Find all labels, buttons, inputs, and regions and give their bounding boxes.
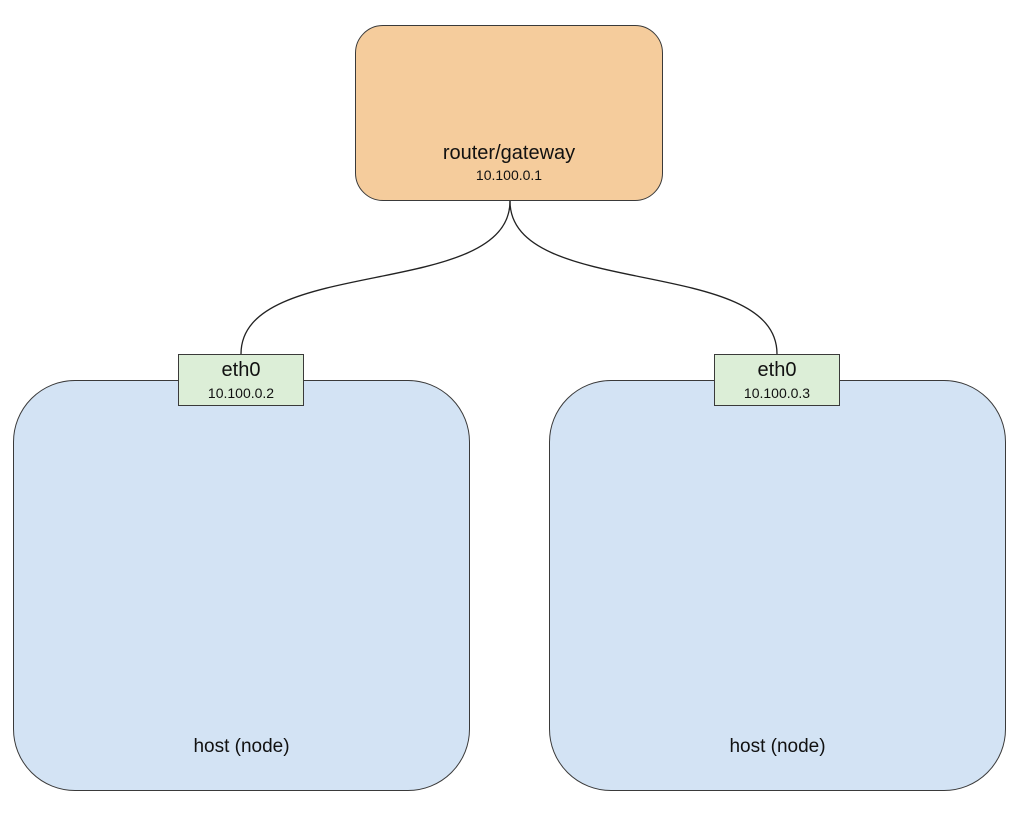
interface-ip: 10.100.0.3 — [743, 385, 811, 401]
router-ip: 10.100.0.1 — [475, 167, 543, 183]
interface-ip: 10.100.0.2 — [207, 385, 275, 401]
interface-name: eth0 — [221, 359, 261, 381]
interface-name: eth0 — [757, 359, 797, 381]
link-router-to-host-right — [509, 200, 778, 355]
router-gateway-node: router/gateway 10.100.0.1 — [355, 25, 663, 201]
host-node-right: host (node) — [549, 380, 1006, 791]
host-node-left: host (node) — [13, 380, 470, 791]
interface-eth0-left: eth0 10.100.0.2 — [178, 354, 304, 406]
router-label: router/gateway — [442, 142, 576, 164]
interface-eth0-right: eth0 10.100.0.3 — [714, 354, 840, 406]
host-label: host (node) — [729, 736, 826, 757]
link-router-to-host-left — [240, 200, 511, 355]
host-label: host (node) — [193, 736, 290, 757]
